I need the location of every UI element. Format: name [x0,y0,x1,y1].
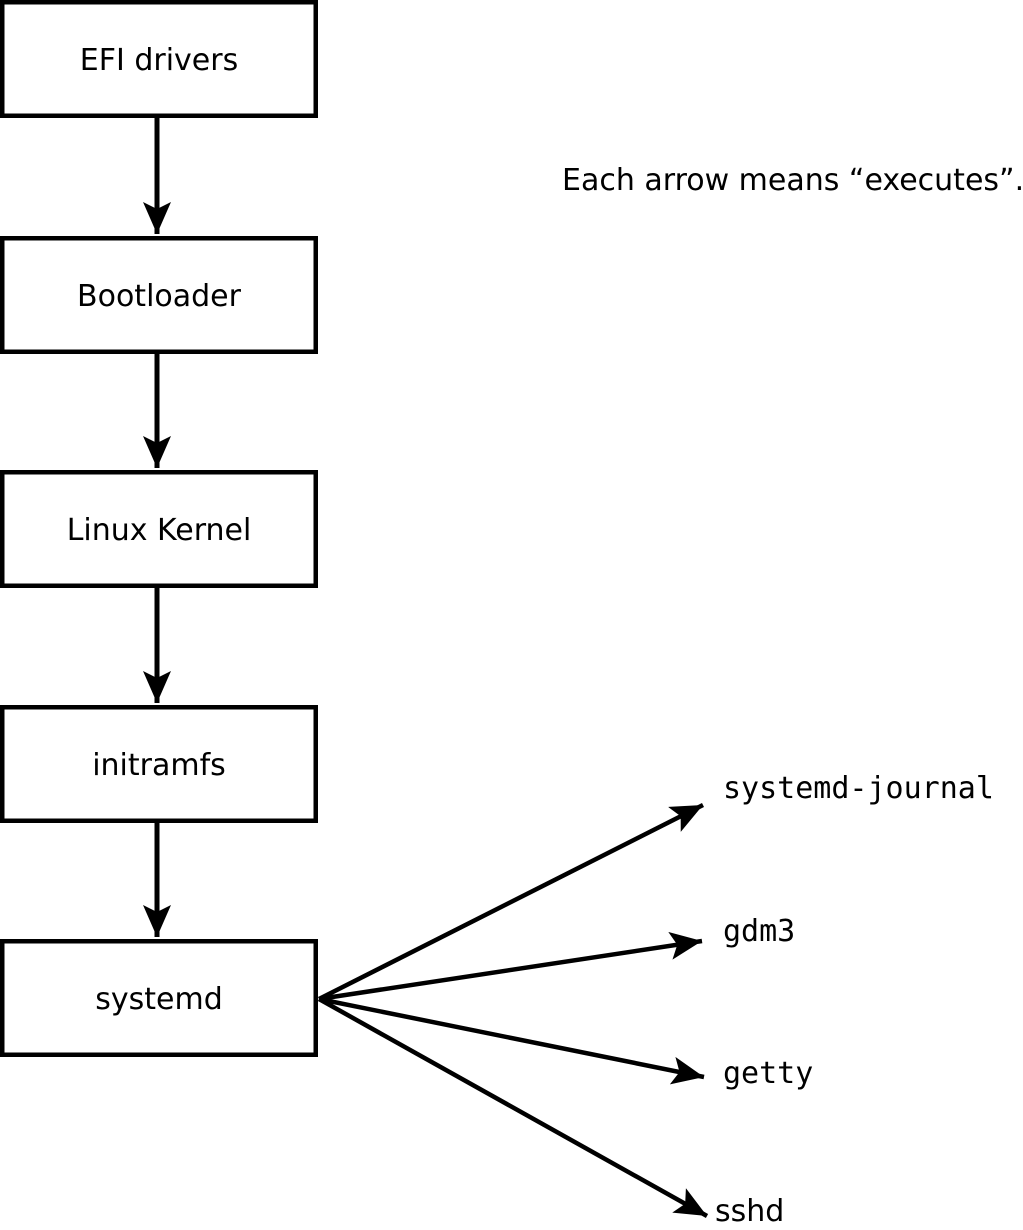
box-systemd-rect [0,939,318,1057]
arrow-systemd-to-systemd-journal [317,802,705,1002]
spawned-service-labels: systemd-journal gdm3 getty sshd [715,771,994,1229]
box-systemd: systemd [0,939,318,1057]
label-systemd-journal: systemd-journal [723,771,994,806]
box-bootloader-label: Bootloader [77,279,242,314]
label-sshd: sshd [715,1194,784,1229]
box-efi-drivers-rect [0,0,318,118]
systemd-fanout-arrows [317,802,709,1218]
arrow-meaning-note: Each arrow means “executes”. [562,163,1023,198]
box-efi-drivers: EFI drivers [0,0,318,118]
box-efi-drivers-label: EFI drivers [80,43,238,78]
box-bootloader-rect [0,236,318,354]
box-initramfs: initramfs [0,705,318,823]
boot-chain-boxes: EFI drivers Bootloader Linux Kernel init… [0,0,318,1057]
arrow-systemd-to-getty [318,996,705,1085]
arrow-systemd-to-sshd [317,997,709,1218]
box-linux-kernel-label: Linux Kernel [67,513,252,548]
box-initramfs-rect [0,705,318,823]
box-initramfs-label: initramfs [92,748,226,783]
label-getty: getty [723,1056,813,1091]
label-gdm3: gdm3 [723,914,795,949]
box-systemd-label: systemd [95,982,223,1017]
box-linux-kernel: Linux Kernel [0,470,318,588]
arrow-systemd-to-gdm3 [318,931,703,1002]
box-linux-kernel-rect [0,470,318,588]
box-bootloader: Bootloader [0,236,318,354]
